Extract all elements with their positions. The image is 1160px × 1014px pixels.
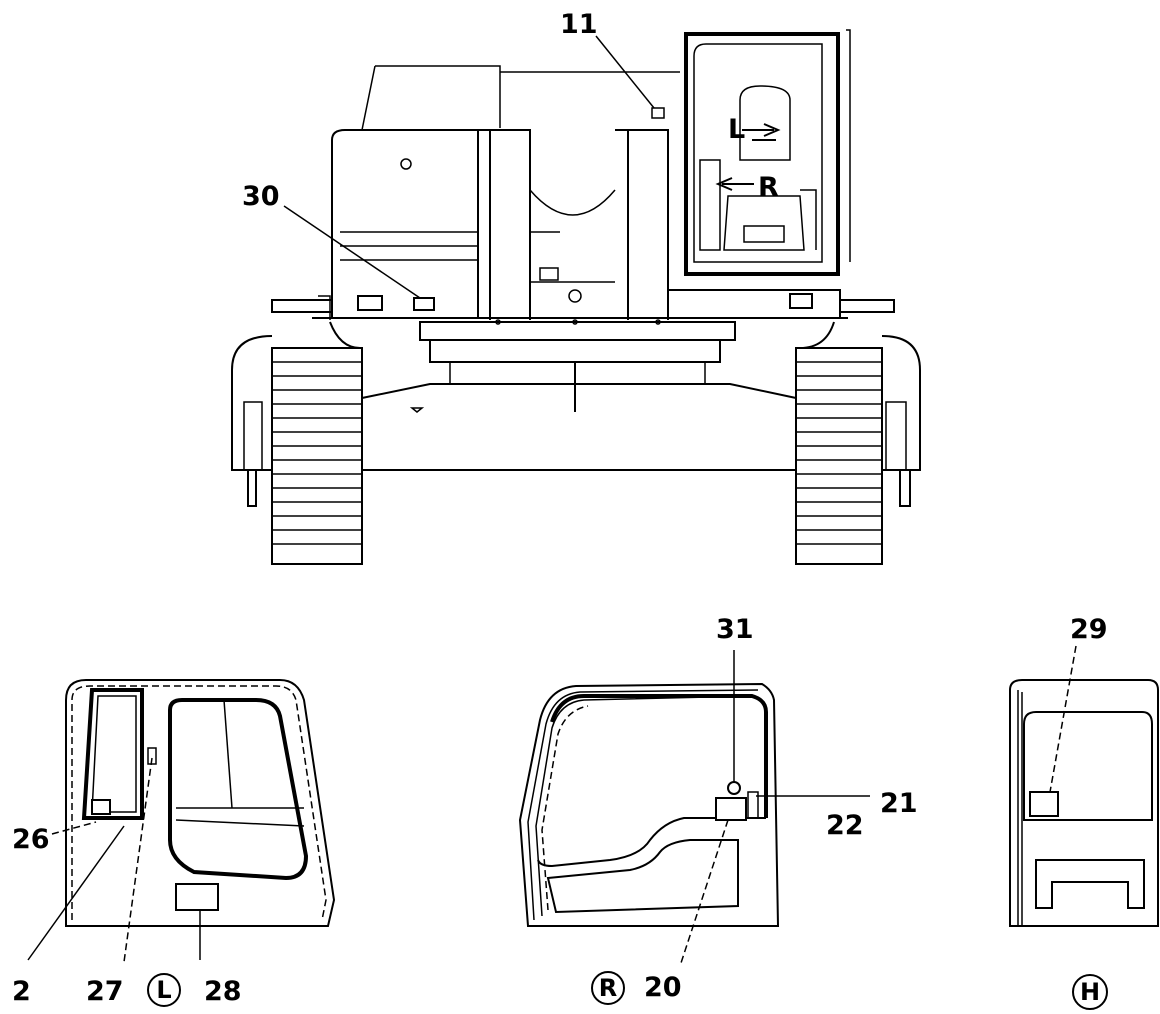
callout-21: 21: [880, 788, 918, 819]
leader-30: [283, 205, 421, 299]
leader-2: [27, 825, 125, 961]
leader-29: [1049, 645, 1077, 793]
right-side-view: 31 21 22 20 R: [518, 614, 918, 1005]
callout-29: 29: [1070, 614, 1108, 645]
callout-26: 26: [12, 824, 50, 855]
view-marker-h-circle: [1072, 974, 1108, 1010]
callout-28: 28: [204, 976, 242, 1007]
view-marker-l-circle: [147, 973, 181, 1007]
callout-27: 27: [86, 976, 124, 1007]
rear-view: 29 H: [1009, 614, 1159, 1010]
leader-20: [679, 819, 729, 967]
left-side-view: 26 2 27 28 L: [12, 679, 336, 1007]
seat-arrow-r-label: R: [758, 172, 779, 203]
callout-20: 20: [644, 972, 682, 1003]
view-marker-l: L: [156, 976, 171, 1004]
seat-arrow-l-label: L: [728, 114, 745, 145]
callout-2: 2: [12, 976, 31, 1007]
view-marker-r: R: [599, 974, 617, 1002]
callout-31: 31: [716, 614, 754, 645]
view-marker-r-circle: [591, 971, 625, 1005]
machine-front-view: L R: [231, 9, 921, 565]
callout-11: 11: [560, 9, 598, 40]
view-marker-h: H: [1080, 978, 1100, 1006]
callout-30: 30: [242, 181, 280, 212]
callout-22: 22: [826, 810, 864, 841]
leader-11: [595, 35, 655, 109]
leader-26: [51, 821, 97, 835]
leader-27: [123, 757, 153, 963]
